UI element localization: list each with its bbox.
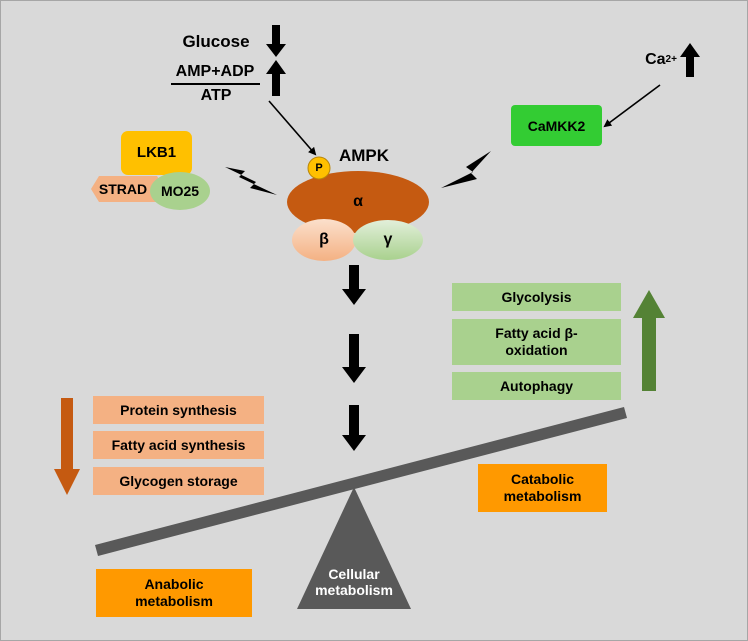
calcium-arrow-to-camkk2 (603, 84, 661, 128)
seesaw-beam (95, 407, 627, 556)
camkk2-activation-bolt-icon (441, 151, 491, 188)
strad-label: STRAD (98, 180, 148, 197)
alpha-label: α (353, 192, 363, 210)
calcium-up-icon (680, 43, 700, 77)
phosphate-circle (307, 156, 331, 180)
pathway-arrow-2-icon (342, 334, 366, 383)
catabolic-item-autophagy: Autophagy (452, 372, 621, 400)
calcium-symbol: Ca (645, 50, 666, 68)
amp-adp-label: AMP+ADP (175, 62, 255, 80)
ampk-label: AMPK (338, 146, 390, 166)
mo25-label: MO25 (160, 182, 200, 199)
pathway-arrow-1-icon (342, 265, 366, 305)
catabolic-item-fatty-acid-oxidation: Fatty acid β-oxidation (452, 319, 621, 365)
pathway-arrow-3-icon (342, 405, 366, 451)
atp-label: ATP (200, 86, 232, 104)
mo25-ellipse (150, 172, 210, 210)
amp-up-icon (266, 60, 286, 96)
ampk-alpha-subunit (287, 171, 429, 233)
signal-arrow-to-ampk (268, 100, 317, 156)
catabolic-item-glycolysis: Glycolysis (452, 283, 621, 311)
anabolic-metabolism-label: Anabolic metabolism (96, 569, 252, 617)
cellular-metabolism-label: Cellular metabolism (315, 565, 393, 598)
phosphate-label: P (315, 161, 323, 174)
beta-label: β (319, 230, 329, 248)
calcium-charge: 2+ (665, 54, 677, 66)
gamma-label: γ (383, 230, 393, 248)
anabolic-item-protein-synthesis: Protein synthesis (93, 396, 264, 424)
glucose-down-icon (266, 25, 286, 57)
lkb1-activation-bolt-icon (225, 167, 277, 195)
lkb1-box (121, 131, 192, 175)
lkb1-label: LKB1 (136, 144, 177, 162)
camkk2-box (511, 105, 602, 146)
ampk-beta-subunit (292, 219, 356, 261)
anabolic-item-fatty-acid-synthesis: Fatty acid synthesis (93, 431, 264, 459)
seesaw-fulcrum (297, 487, 411, 609)
catabolic-metabolism-label: Catabolic metabolism (478, 464, 607, 512)
anabolic-down-arrow-icon (54, 398, 80, 495)
camkk2-label: CaMKK2 (527, 117, 586, 134)
anabolic-item-glycogen-storage: Glycogen storage (93, 467, 264, 495)
catabolic-up-arrow-icon (633, 290, 665, 391)
ampk-gamma-subunit (353, 220, 423, 260)
glucose-label: Glucose (182, 32, 250, 52)
strad-hexagon (91, 176, 165, 202)
